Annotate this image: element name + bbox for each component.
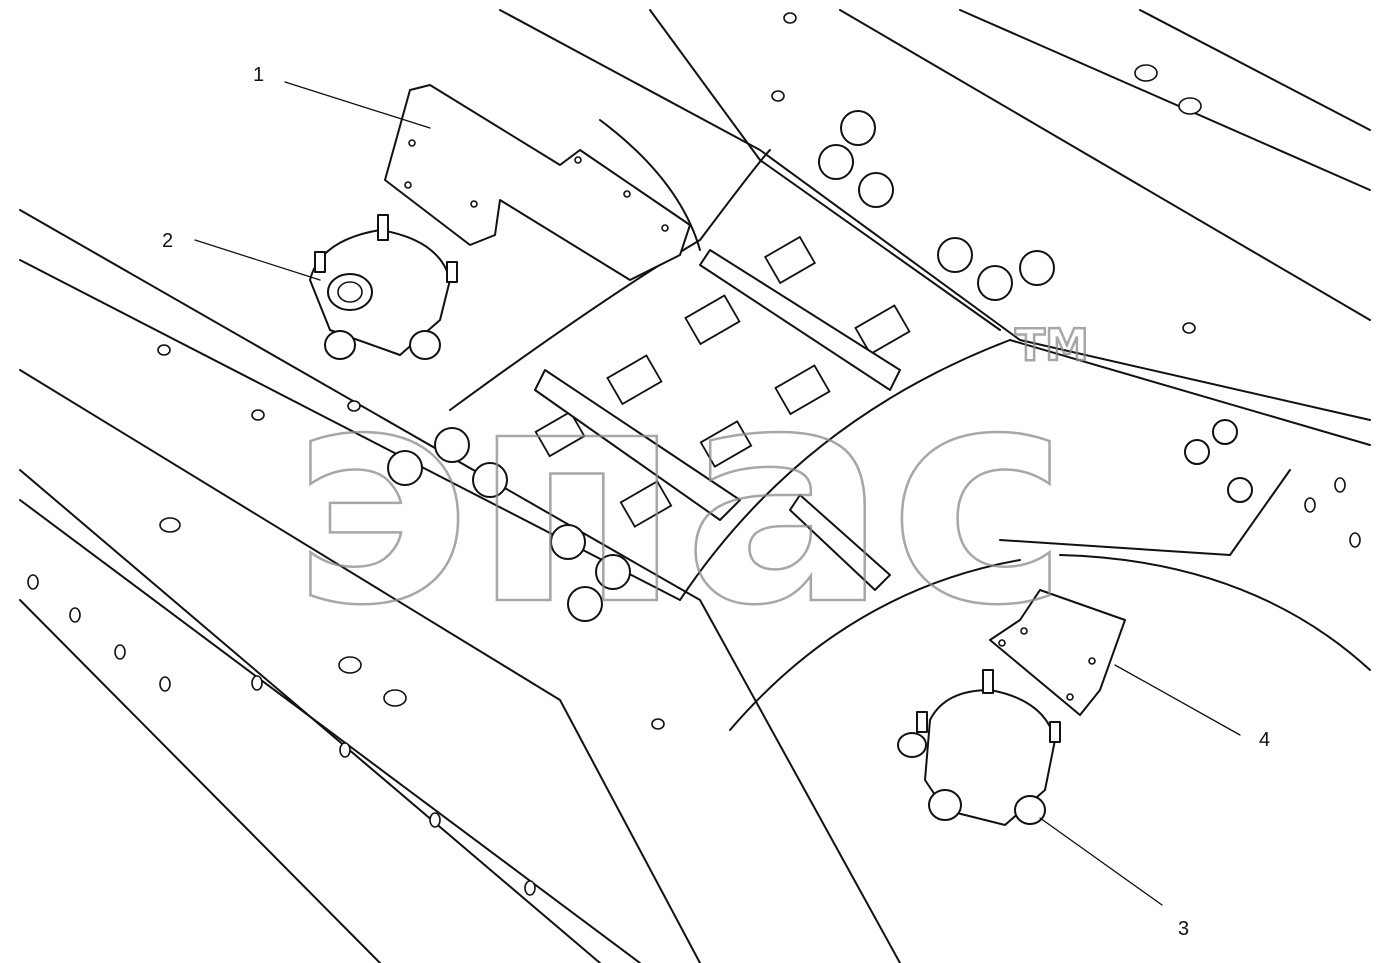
right-frame-rail xyxy=(499,9,1371,446)
callout-2: 2 xyxy=(162,230,174,252)
watermark-tm: TM xyxy=(1015,320,1089,371)
bracket-part-1 xyxy=(384,84,691,281)
left-frame-rail xyxy=(19,209,901,963)
bolt-heads xyxy=(387,110,1253,622)
valve-part-2 xyxy=(309,214,458,360)
cross-member-cutouts xyxy=(534,235,911,528)
rail-holes xyxy=(27,12,1361,896)
callout-4: 4 xyxy=(1259,729,1271,751)
watermark-text: эпас xyxy=(290,322,1070,671)
callout-3: 3 xyxy=(1178,918,1190,940)
watermark: эпас TM xyxy=(289,319,1090,673)
leader-lines xyxy=(194,81,1241,906)
callout-1: 1 xyxy=(253,64,265,86)
bracket-part-4 xyxy=(989,589,1126,716)
valve-part-3 xyxy=(897,669,1061,826)
strap-plates xyxy=(534,249,901,591)
